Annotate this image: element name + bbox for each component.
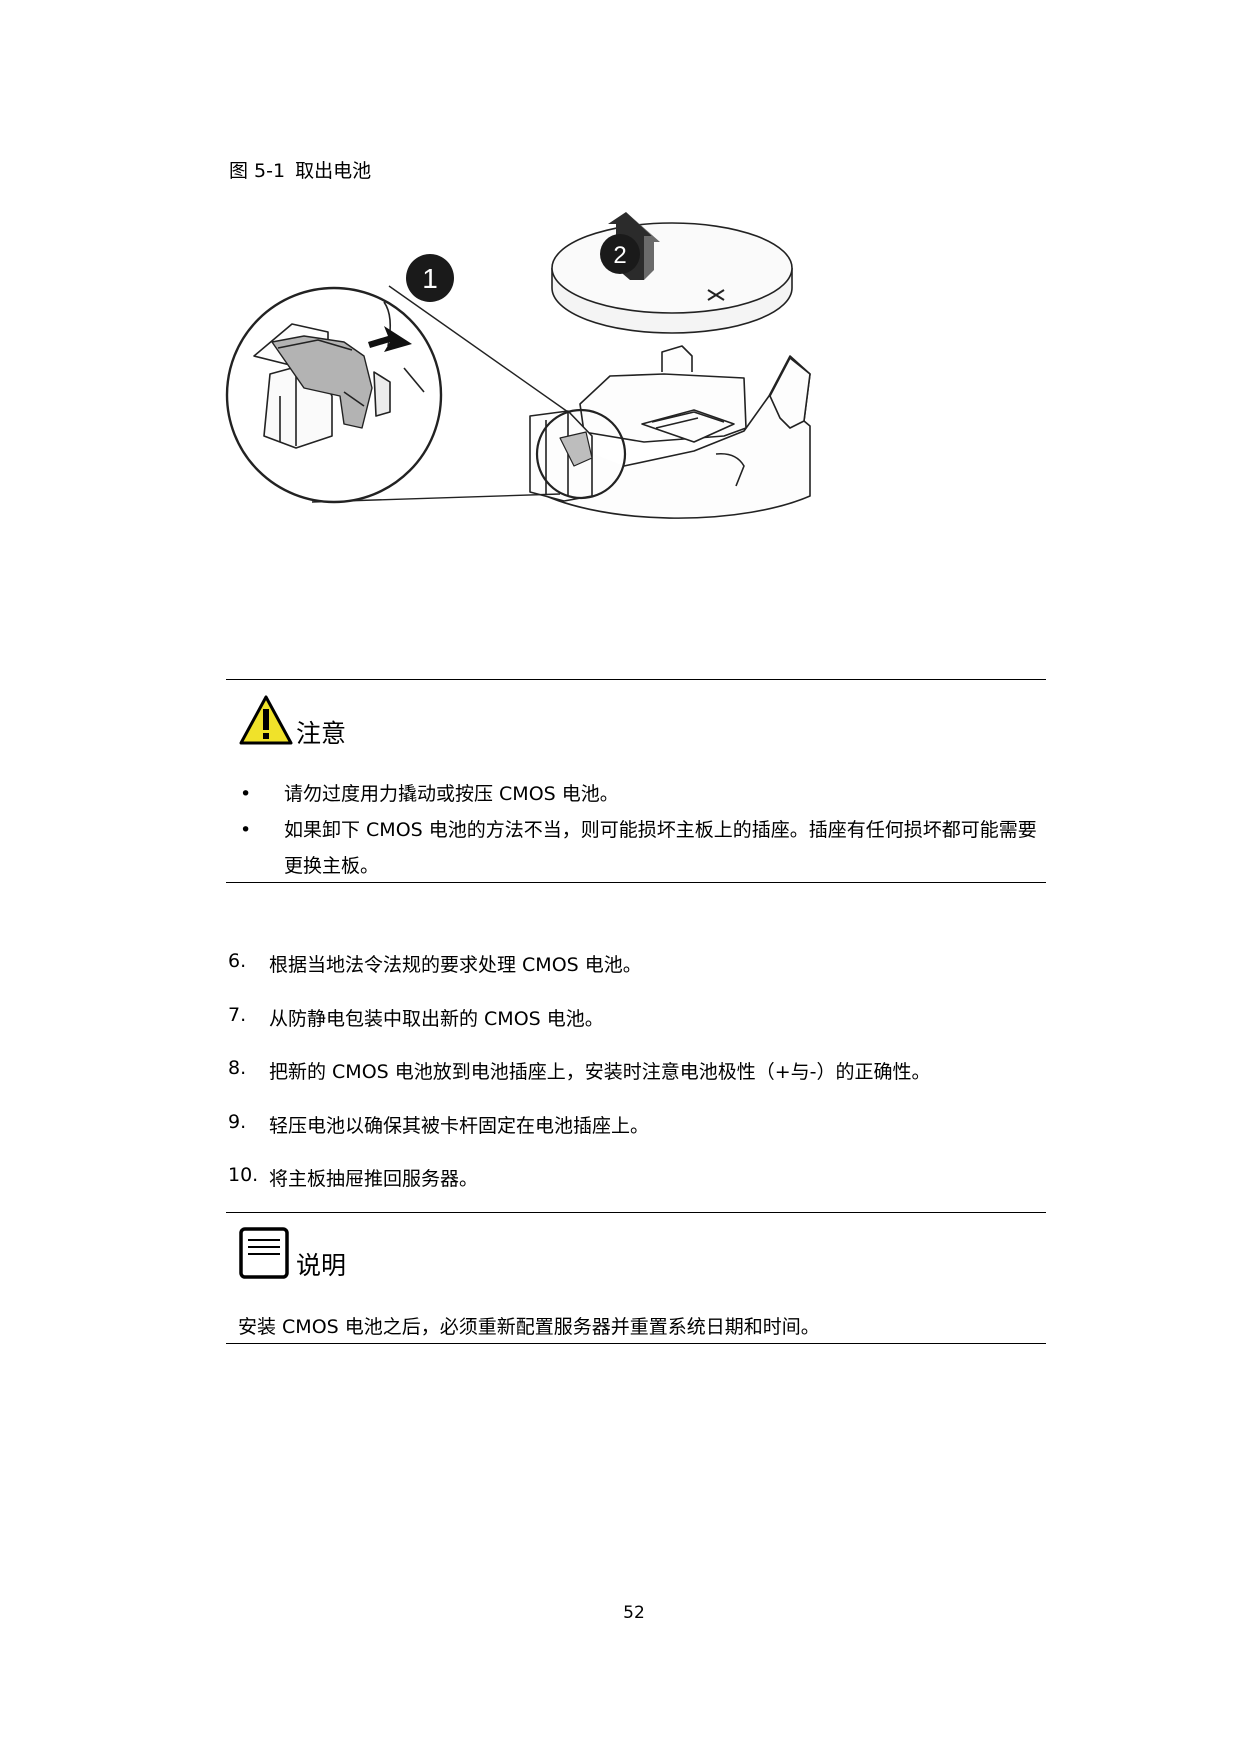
step-2-badge: 2 [600,234,640,274]
detail-source-circle [535,408,627,500]
figure-label: 图 5-1 [229,160,286,182]
notice-title: 注意 [296,719,347,748]
step-item: 8. 把新的 CMOS 电池放到电池插座上，安装时注意电池极性（+与-）的正确性。 [228,1057,931,1111]
notice-bottom-rule [226,882,1046,883]
step-1-badge-number: 1 [422,263,438,294]
step-number: 9. [228,1110,247,1133]
step-text: 根据当地法令法规的要求处理 CMOS 电池。 [269,954,642,976]
warning-triangle-icon [239,695,293,745]
step-item: 6. 根据当地法令法规的要求处理 CMOS 电池。 [228,950,931,1004]
note-text: 安装 CMOS 电池之后，必须重新配置服务器并重置系统日期和时间。 [238,1316,820,1338]
notice-list: • 请勿过度用力撬动或按压 CMOS 电池。 • 如果卸下 CMOS 电池的方法不当… [230,776,1050,884]
step-text: 将主板抽屉推回服务器。 [269,1168,479,1190]
step-item: 9. 轻压电池以确保其被卡杆固定在电池插座上。 [228,1111,931,1165]
step-item: 10. 将主板抽屉推回服务器。 [228,1164,931,1218]
figure-caption: 图 5-1 取出电池 [229,156,381,183]
step-number: 6. [228,950,247,972]
notice-item: • 如果卸下 CMOS 电池的方法不当，则可能损坏主板上的插座。插座有任何损坏都可… [230,812,1050,884]
plus-mark [707,289,725,301]
step-text: 从防静电包装中取出新的 CMOS 电池。 [269,1007,604,1030]
cmos-battery-removal-illustration: 1 2 [225,212,811,519]
step-number: 8. [228,1057,247,1079]
step-text: 轻压电池以确保其被卡杆固定在电池插座上。 [269,1114,650,1137]
notice-item-text: 如果卸下 CMOS 电池的方法不当，则可能损坏主板上的插座。插座有任何损坏都可能… [284,819,1037,877]
note-bottom-rule [226,1343,1046,1344]
note-top-rule [226,1212,1046,1213]
step-item: 7. 从防静电包装中取出新的 CMOS 电池。 [228,1004,931,1058]
step-2-badge-number: 2 [613,242,626,269]
step-number: 7. [228,1003,247,1026]
push-arrow-icon [368,326,412,352]
step-1-badge: 1 [406,254,454,302]
figure-title: 取出电池 [295,160,372,182]
page-number: 52 [623,1603,645,1623]
notice-item: • 请勿过度用力撬动或按压 CMOS 电池。 [230,776,1050,812]
bullet-icon: • [240,819,252,841]
cmos-battery [551,222,793,334]
bullet-icon: • [240,783,252,805]
notice-top-rule [226,679,1046,680]
notice-item-text: 请勿过度用力撬动或按压 CMOS 电池。 [284,783,619,805]
step-text: 把新的 CMOS 电池放到电池插座上，安装时注意电池极性（+与-）的正确性。 [269,1061,931,1083]
magnified-detail [225,286,443,504]
procedure-steps: 6. 根据当地法令法规的要求处理 CMOS 电池。 7. 从防静电包装中取出新的 C… [228,950,931,1218]
battery-socket [529,345,811,519]
note-document-icon [239,1227,289,1279]
step-number: 10. [228,1164,259,1186]
note-title: 说明 [296,1251,347,1280]
